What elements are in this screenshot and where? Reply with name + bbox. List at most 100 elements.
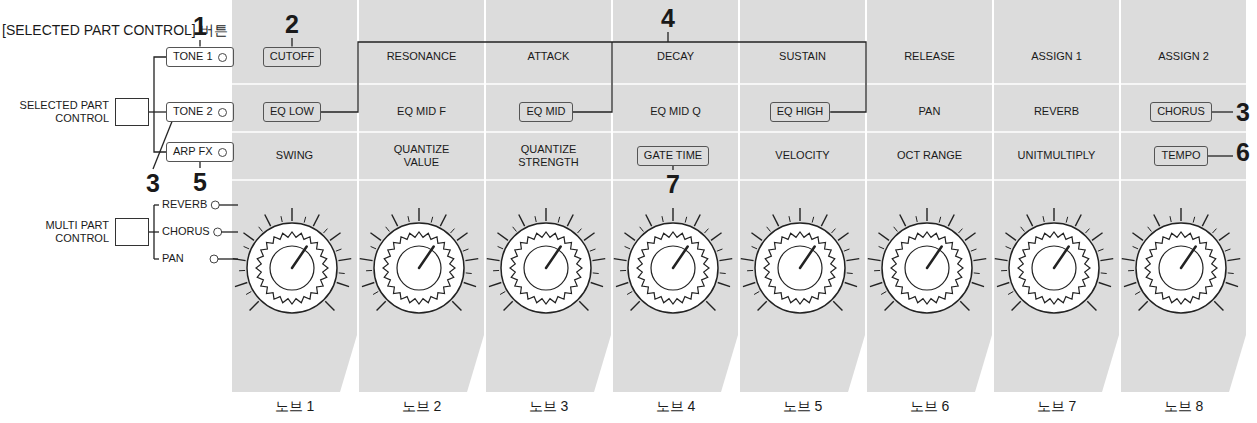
- knob: [233, 208, 352, 313]
- function-label: REVERB: [994, 105, 1119, 118]
- knob-tick: [751, 233, 762, 241]
- knob-tick: [592, 259, 605, 261]
- knob-tick: [535, 216, 536, 222]
- knob: [360, 208, 479, 313]
- bracket-line: [149, 231, 154, 232]
- bracket-line: [154, 204, 159, 205]
- knob-tick: [1053, 208, 1054, 221]
- knob-tick: [464, 283, 476, 287]
- knob-tick: [754, 292, 759, 295]
- knob: [995, 208, 1114, 313]
- knob-tick: [371, 246, 376, 248]
- knob-tick: [377, 301, 386, 310]
- knob-tick: [304, 217, 306, 223]
- band-separator: [1121, 179, 1246, 181]
- indicator-led: [210, 255, 218, 263]
- knob-tick: [614, 259, 627, 261]
- leader-line: [219, 204, 238, 205]
- leader-line: [199, 162, 200, 168]
- knob-pointer: [800, 247, 815, 268]
- part-select-label: ARP FX: [173, 145, 213, 158]
- function-label: VELOCITY: [740, 149, 865, 162]
- part-select-box: TONE 2: [166, 102, 234, 121]
- knob-tick: [259, 227, 263, 232]
- knob-grip: [891, 232, 963, 304]
- knob-tick: [789, 216, 790, 222]
- function-label: GATE TIME: [644, 149, 702, 162]
- knob-tick: [590, 249, 596, 251]
- highlighted-function-box: CHORUS: [1150, 102, 1212, 121]
- knob-tick: [833, 301, 842, 310]
- knob-tick: [1170, 216, 1171, 222]
- indicator-led: [211, 201, 219, 209]
- knob-tick: [1148, 227, 1152, 232]
- knob-tick: [1128, 270, 1134, 271]
- band-separator: [994, 179, 1119, 181]
- knob-tick: [337, 283, 349, 287]
- knob-tick: [874, 270, 880, 271]
- highlighted-function-box: EQ LOW: [263, 102, 321, 121]
- band-separator: [740, 83, 865, 85]
- band-separator: [613, 131, 738, 133]
- knob-tick: [497, 233, 508, 241]
- knob-column: ASSIGN 2노브 8CHORUSTEMPO: [1121, 0, 1246, 423]
- knob-tick: [1219, 233, 1230, 241]
- leader-line: [667, 32, 668, 42]
- knob-tick: [567, 215, 573, 227]
- function-label: EQ LOW: [270, 105, 314, 118]
- knob-pointer: [673, 247, 688, 268]
- knob-tick: [504, 301, 513, 310]
- knob-tick: [1021, 227, 1025, 232]
- highlighted-function-box: TEMPO: [1154, 146, 1207, 165]
- bracket-line: [149, 111, 154, 112]
- band-separator: [740, 179, 865, 181]
- part-select-label: TONE 2: [173, 105, 213, 118]
- part-select-box: ARP FX: [166, 142, 234, 161]
- knob-tick: [973, 259, 986, 261]
- function-label: PAN: [867, 105, 992, 118]
- knob-band: [613, 0, 738, 392]
- function-label: RESONANCE: [359, 50, 484, 63]
- knob-tick: [1193, 217, 1195, 223]
- knob-tick: [244, 246, 249, 248]
- knob-tick: [338, 259, 351, 261]
- knob-tick: [847, 272, 853, 274]
- knob-column: ATTACKQUANTIZE STRENGTH노브 3EQ MID: [486, 0, 611, 423]
- knob-tick: [972, 283, 984, 287]
- knob-tick: [457, 233, 468, 241]
- knob-grip: [1018, 232, 1090, 304]
- indicator-led: [218, 53, 227, 62]
- band-separator: [359, 83, 484, 85]
- bracket-line: [154, 111, 166, 112]
- knob-tick: [1139, 301, 1148, 310]
- knob-tick: [386, 227, 390, 232]
- knob-tick: [1228, 272, 1234, 274]
- knob-pointer: [1054, 247, 1069, 268]
- knob-tick: [631, 301, 640, 310]
- knob-tick: [235, 283, 247, 287]
- knob-tick: [900, 215, 906, 227]
- knob-tick: [330, 233, 341, 241]
- knob-tick: [1066, 217, 1068, 223]
- knob-cap: [1032, 246, 1076, 290]
- knob-cap: [651, 246, 695, 290]
- knob-tick: [704, 229, 708, 233]
- leader-line: [672, 166, 673, 170]
- knob-tick: [1006, 246, 1011, 248]
- leader-line: [1212, 111, 1233, 112]
- knob-tick: [339, 272, 345, 274]
- knob-cap: [1159, 246, 1203, 290]
- knob-tick: [418, 208, 419, 221]
- knob-tick: [431, 217, 433, 223]
- knob-tick: [265, 215, 271, 227]
- knob-tick: [281, 216, 282, 222]
- knob-tick: [844, 249, 850, 251]
- knob-tick: [545, 208, 546, 221]
- leader-line: [222, 231, 238, 232]
- knob-grip: [510, 232, 582, 304]
- highlighted-function-box: EQ MID: [519, 102, 572, 121]
- knob-tick: [995, 259, 1008, 261]
- knob-column: RESONANCEEQ MID FQUANTIZE VALUE노브 2: [359, 0, 484, 423]
- knob-tick: [821, 215, 827, 227]
- knob: [614, 208, 733, 313]
